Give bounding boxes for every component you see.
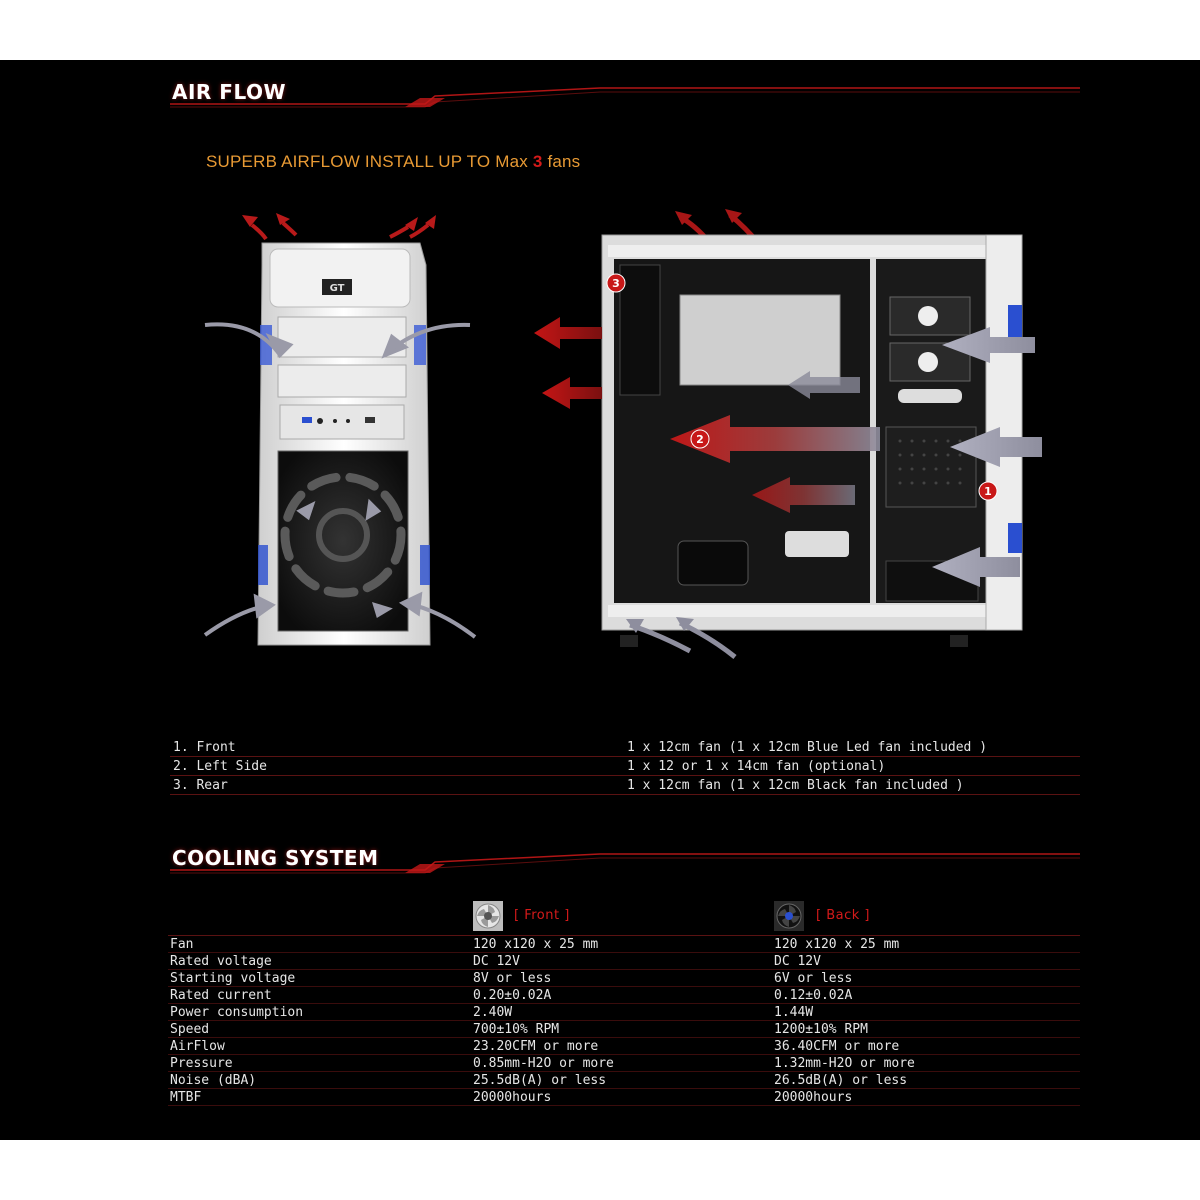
marker-3: 3 [612, 277, 620, 290]
case-front-view-image: GT [203, 213, 477, 646]
marker-1: 1 [984, 485, 992, 498]
front-fan-icon [473, 901, 503, 931]
back-fan-label: [ Back ] [816, 908, 870, 923]
cooling-table-header: [ Front ] [ Back ] [168, 900, 1080, 936]
cooling-title: COOLING SYSTEM [172, 846, 379, 870]
heading-red-rule [170, 853, 1080, 874]
airflow-heading: AIR FLOW [170, 80, 1080, 110]
subtitle-fans-word: fans [542, 152, 581, 171]
marker-2: 2 [696, 433, 704, 446]
gt-logo: GT [330, 283, 345, 294]
airflow-subtitle: SUPERB AIRFLOW INSTALL UP TO Max 3 fans [206, 152, 580, 172]
case-side-view-image: 3 2 1 [534, 209, 1042, 659]
subtitle-text: SUPERB AIRFLOW INSTALL UP TO Max [206, 152, 533, 171]
heading-red-rule [170, 87, 1080, 108]
front-fan-label: [ Front ] [514, 908, 570, 923]
cooling-heading: COOLING SYSTEM [170, 846, 1080, 876]
back-fan-icon [774, 901, 804, 931]
subtitle-fan-count: 3 [532, 152, 543, 171]
airflow-title: AIR FLOW [172, 80, 287, 104]
